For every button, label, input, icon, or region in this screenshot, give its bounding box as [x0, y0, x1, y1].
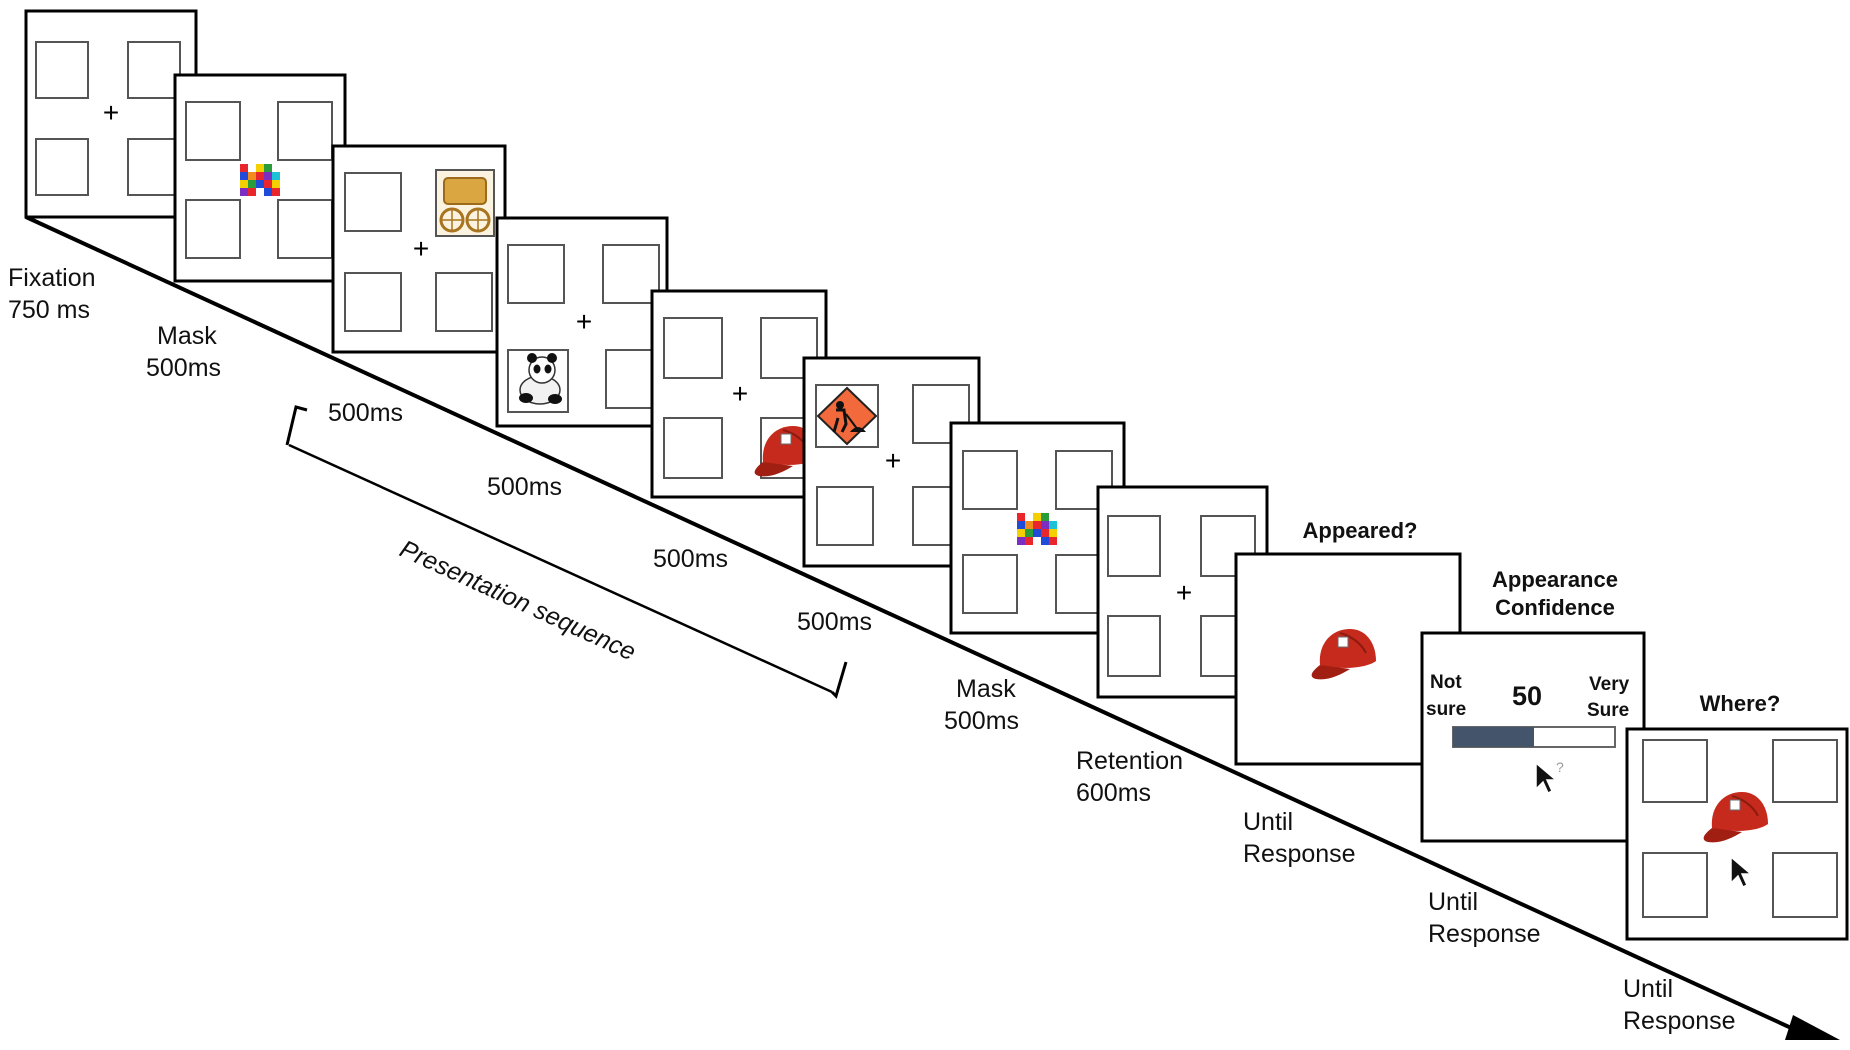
- frame-where-question: [1625, 727, 1849, 941]
- svg-text:+: +: [413, 233, 429, 264]
- label-fixation: Fixation: [8, 264, 96, 292]
- slider-right-label-line2: Sure: [1587, 700, 1630, 721]
- svg-text:+: +: [103, 97, 119, 128]
- label-stimulus-2-time: 500ms: [487, 473, 563, 501]
- svg-text:?: ?: [1556, 759, 1564, 775]
- label-stimulus-1-time: 500ms: [328, 399, 404, 427]
- frame-stimulus-2: +: [495, 216, 669, 428]
- slider-value: 50: [1512, 681, 1543, 711]
- question-confidence-line1: Appearance: [1492, 567, 1618, 592]
- svg-text:+: +: [885, 445, 901, 476]
- label-mask-1-time: 500ms: [146, 354, 222, 382]
- confidence-slider-fill: [1453, 727, 1534, 747]
- panda-image: [519, 353, 562, 405]
- presentation-sequence-bracket: [285, 405, 848, 699]
- timeline-arrow: [25, 215, 1840, 1040]
- label-mask-2-time: 500ms: [944, 707, 1020, 735]
- frame-confidence-rating: ?: [1420, 631, 1646, 843]
- label-confidence-response: Response: [1428, 920, 1541, 948]
- frame-stimulus-3: +: [650, 289, 828, 499]
- frame-mask-1: [173, 73, 347, 283]
- label-appeared-response: Response: [1243, 840, 1356, 868]
- slider-left-label-line1: Not: [1430, 672, 1462, 693]
- frame-stimulus-1: +: [331, 144, 507, 354]
- label-stimulus-4-time: 500ms: [797, 608, 873, 636]
- label-mask-2: Mask: [956, 675, 1016, 703]
- svg-text:+: +: [732, 378, 748, 409]
- svg-text:+: +: [1176, 577, 1192, 608]
- slider-left-label-line2: sure: [1426, 699, 1467, 720]
- question-appeared: Appeared?: [1302, 518, 1418, 543]
- label-where-response: Response: [1623, 1007, 1736, 1035]
- frame-fixation: +: [24, 9, 198, 219]
- label-confidence-until: Until: [1428, 888, 1479, 916]
- question-where: Where?: [1699, 691, 1781, 716]
- colorful-mosaic-mask-2: [1017, 513, 1057, 545]
- label-retention-time: 600ms: [1076, 779, 1152, 807]
- label-stimulus-3-time: 500ms: [653, 545, 729, 573]
- road-work-sign-image: [816, 386, 878, 446]
- question-confidence-line2: Confidence: [1495, 595, 1615, 620]
- slider-right-label-line1: Very: [1589, 674, 1630, 695]
- label-appeared-until: Until: [1243, 808, 1294, 836]
- wagon-image: [439, 177, 491, 233]
- label-where-until: Until: [1623, 975, 1674, 1003]
- svg-text:+: +: [576, 306, 592, 337]
- label-mask-1: Mask: [157, 322, 217, 350]
- colorful-mosaic-mask: [240, 164, 280, 196]
- frame-mask-2: [949, 421, 1126, 635]
- label-retention: Retention: [1076, 747, 1184, 775]
- label-fixation-time: 750 ms: [8, 296, 90, 324]
